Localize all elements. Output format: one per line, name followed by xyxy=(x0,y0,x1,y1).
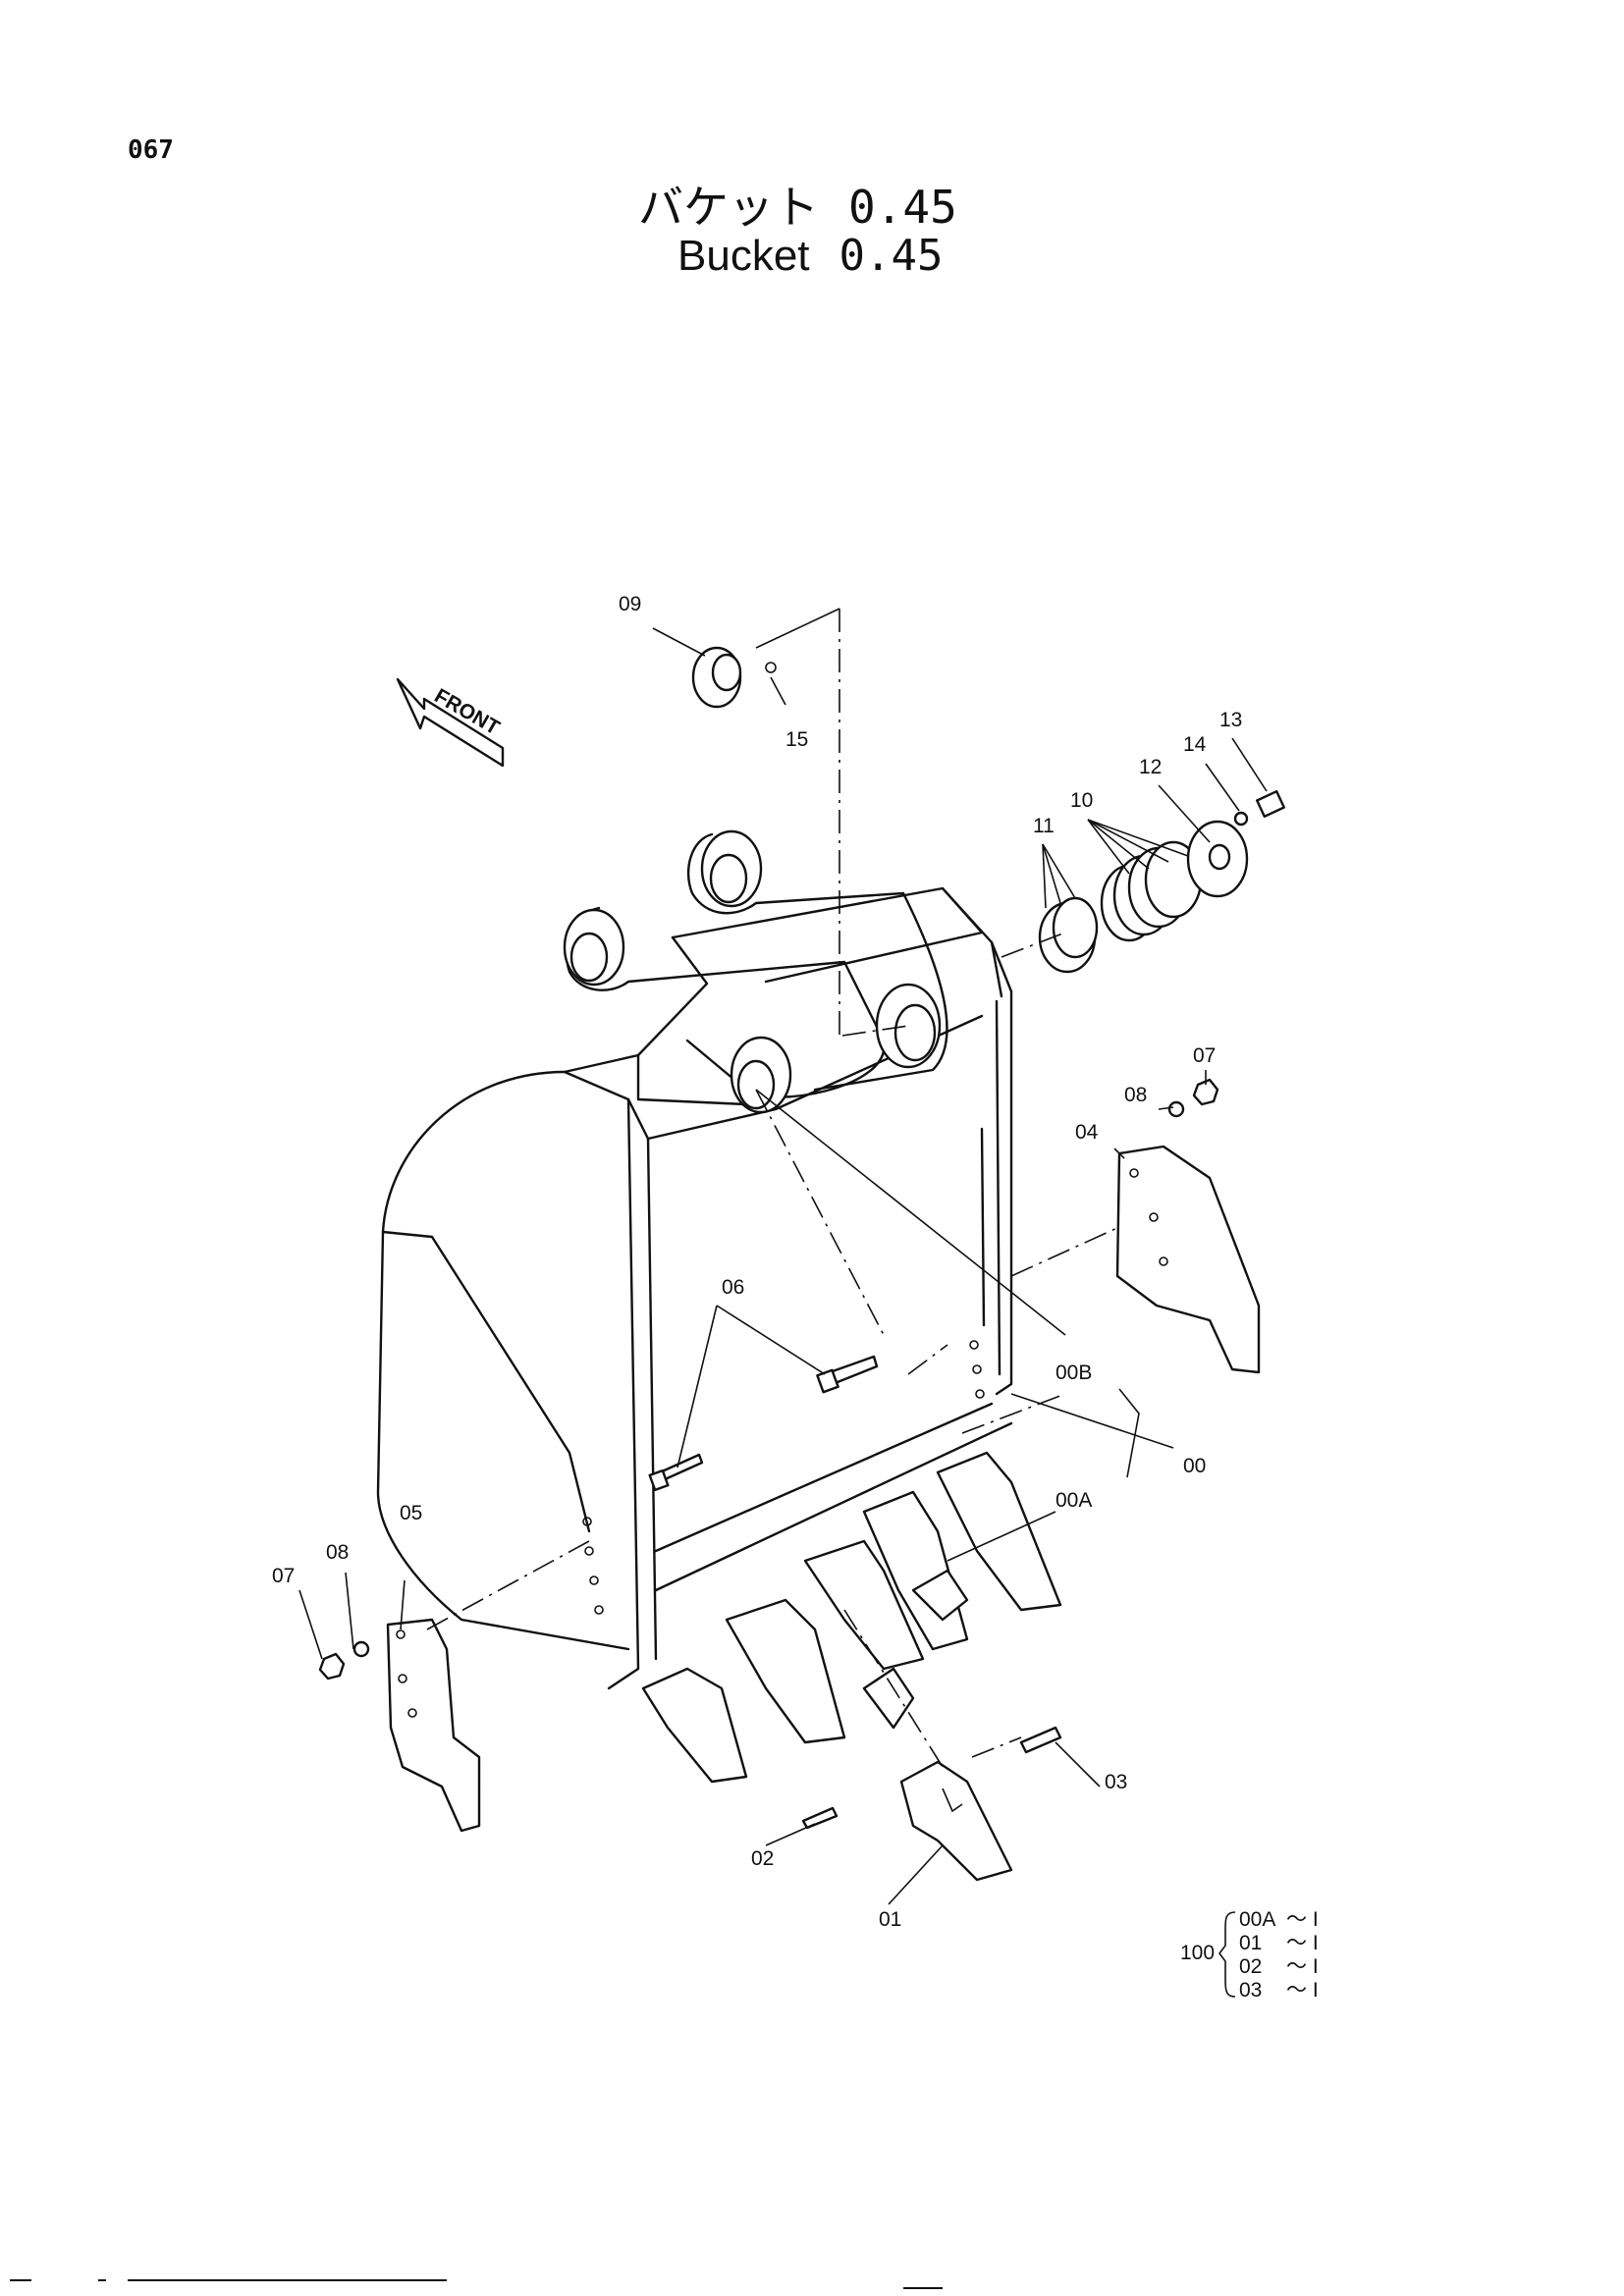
callout-14: 14 xyxy=(1183,733,1207,756)
footer-rule-long xyxy=(128,2279,447,2281)
front-arrow: FRONT xyxy=(396,677,505,768)
callout-00: 00 xyxy=(1183,1455,1206,1477)
kit-table: 100 00A ～ I 01 ～ I 02 ～ I 03 ～ I xyxy=(1180,1908,1319,2002)
callout-02: 02 xyxy=(751,1847,774,1870)
page-number: 067 xyxy=(128,135,174,165)
callout-01: 01 xyxy=(879,1908,901,1931)
callout-06: 06 xyxy=(722,1276,744,1299)
kit-row-3-qty: ～ I xyxy=(1286,1979,1319,2002)
callout-12: 12 xyxy=(1139,756,1162,778)
kit-row-0-qty: ～ I xyxy=(1286,1908,1319,1931)
footer-rule-dot xyxy=(98,2279,106,2281)
title-japanese: バケット 0.45 xyxy=(638,172,957,237)
title-english-text: Bucket xyxy=(677,232,810,280)
kit-row-0-part: 00A xyxy=(1239,1908,1275,1931)
side-cutter-04 xyxy=(1115,1078,1261,1374)
loose-tooth-parts xyxy=(801,1726,1062,1882)
callout-10: 10 xyxy=(1070,789,1093,812)
footer-rule-short xyxy=(10,2279,31,2281)
callout-08-left: 08 xyxy=(326,1541,349,1564)
callout-03: 03 xyxy=(1105,1771,1127,1793)
callout-00B: 00B xyxy=(1056,1362,1092,1384)
callout-11: 11 xyxy=(1033,815,1055,837)
callout-05: 05 xyxy=(400,1502,422,1524)
kit-row-1-part: 01 xyxy=(1239,1932,1262,1954)
callout-08-right: 08 xyxy=(1124,1084,1147,1106)
callout-09: 09 xyxy=(619,593,641,615)
title-english-value: 0.45 xyxy=(839,231,944,281)
callout-13: 13 xyxy=(1219,709,1242,731)
callout-07-left: 07 xyxy=(272,1565,295,1587)
callout-labels: 09 15 13 14 12 10 11 07 08 04 06 00B 00 … xyxy=(272,593,1242,1931)
kit-label: 100 xyxy=(1180,1942,1215,1964)
bucket-teeth xyxy=(641,1451,1062,1784)
title-japanese-text: バケット xyxy=(638,181,819,234)
kit-row-2-qty: ～ I xyxy=(1286,1955,1319,1978)
title-english: Bucket 0.45 xyxy=(677,231,943,281)
kit-row-3-part: 03 xyxy=(1239,1979,1262,2002)
kit-row-1-qty: ～ I xyxy=(1286,1932,1319,1954)
leader-lines xyxy=(298,608,1268,1905)
kit-row-2-part: 02 xyxy=(1239,1955,1262,1978)
title-japanese-value: 0.45 xyxy=(848,181,957,234)
callout-00A: 00A xyxy=(1056,1489,1092,1512)
bolts-06 xyxy=(648,1355,879,1492)
callout-07-right: 07 xyxy=(1193,1044,1216,1067)
side-cutter-05 xyxy=(318,1618,481,1833)
pin-head-09 xyxy=(691,646,777,709)
footer-rule-right xyxy=(903,2287,943,2289)
callout-04: 04 xyxy=(1075,1121,1099,1144)
pin-assembly-right xyxy=(1038,789,1285,974)
assembly-lines xyxy=(426,609,1120,1768)
callout-15: 15 xyxy=(785,728,808,751)
